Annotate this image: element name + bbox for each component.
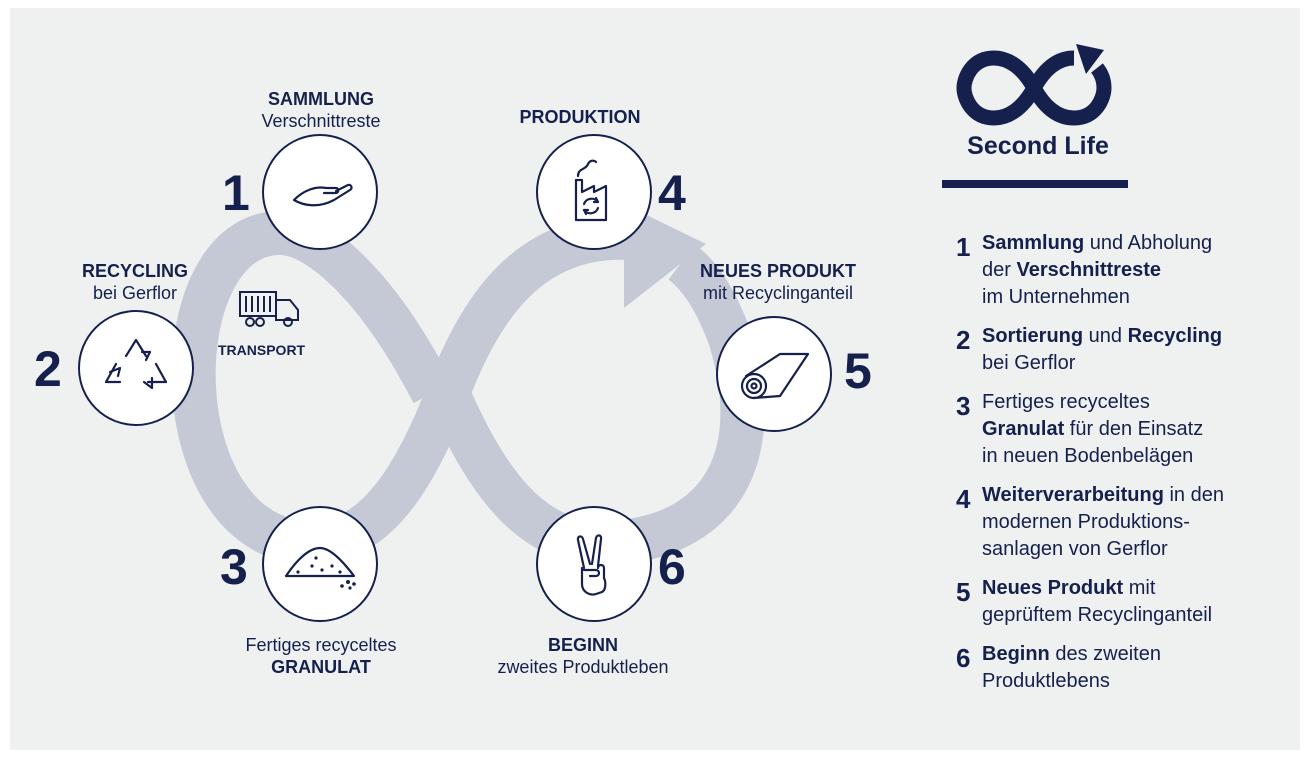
legend-item-text: Produktlebens — [982, 670, 1110, 692]
stage-6-label: BEGINN zweites Produktleben — [478, 634, 688, 678]
legend-item-number: 4 — [956, 484, 971, 514]
legend-item: 2 Sortierung und Recycling bei Gerflor — [952, 323, 1302, 377]
stage-5-subtitle: mit Recyclinganteil — [702, 283, 854, 303]
legend-item-text: Beginn — [982, 643, 1050, 665]
legend-item-text: und — [1083, 325, 1128, 347]
recycle-icon — [104, 338, 168, 390]
legend-item-number: 6 — [956, 643, 971, 673]
legend-item-text: bei Gerflor — [982, 352, 1076, 374]
granulate-pile-icon — [284, 546, 356, 590]
legend-item-number: 5 — [956, 577, 971, 607]
legend-item-text: Verschnittreste — [1016, 259, 1161, 281]
stage-1-title: SAMMLUNG — [268, 89, 374, 109]
transport-label: TRANSPORT — [218, 342, 306, 358]
stage-1-subtitle: Verschnittreste — [261, 111, 381, 131]
stage-1-label: SAMMLUNG Verschnittreste — [216, 88, 426, 132]
truck-icon — [239, 291, 299, 327]
stage-3-label: Fertiges recyceltes GRANULAT — [206, 634, 436, 678]
legend-item-text: für den Einsatz — [1064, 418, 1204, 440]
legend-item-number: 2 — [956, 325, 971, 355]
legend-item-text: Weiterverarbeitung — [982, 484, 1164, 506]
infographic-canvas: SAMMLUNG Verschnittreste 1 RECYCLING bei… — [10, 8, 1300, 750]
legend-item: 5 Neues Produkt mit geprüftem Recyclingant… — [952, 575, 1302, 629]
stage-5-title: NEUES PRODUKT — [699, 261, 856, 281]
legend-item-text: modernen Produktions- — [982, 511, 1190, 533]
legend-item-text: der — [982, 259, 1017, 281]
stage-1-circle — [262, 134, 378, 250]
stage-5-number: 5 — [844, 343, 872, 399]
stage-3-title: GRANULAT — [271, 657, 371, 677]
stage-2-circle — [78, 310, 194, 426]
legend-item-text: geprüftem Recyclinganteil — [982, 604, 1213, 626]
legend-item-text: Fertiges recyceltes — [982, 391, 1150, 413]
stage-2-number: 2 — [34, 341, 62, 397]
stage-4-title: PRODUKTION — [519, 107, 641, 127]
stage-4-label: PRODUKTION — [500, 106, 660, 128]
loop-arrowhead — [624, 204, 706, 308]
stage-6-number: 6 — [658, 539, 686, 595]
legend-item-text: Sortierung — [982, 325, 1084, 347]
legend-item-text: in neuen Bodenbelägen — [982, 445, 1194, 467]
legend-item-number: 3 — [956, 391, 971, 421]
stage-3-circle — [262, 506, 378, 622]
legend-list: 1 Sammlung und Abholung der Verschnittrest… — [952, 230, 1302, 707]
legend-item-text: mit — [1123, 577, 1156, 599]
stage-4-number: 4 — [658, 165, 686, 221]
legend-item: 1 Sammlung und Abholung der Verschnittrest… — [952, 230, 1302, 311]
stage-2-label: RECYCLING bei Gerflor — [40, 260, 230, 304]
legend-item-text: in den — [1163, 484, 1224, 506]
victory-hand-icon — [576, 534, 607, 596]
legend-item-text: Sammlung — [982, 232, 1085, 254]
floor-roll-icon — [740, 352, 810, 400]
stage-3-pre: Fertiges recyceltes — [245, 635, 397, 655]
second-life-logo-icon — [956, 44, 1112, 126]
legend-item-text: im Unternehmen — [982, 286, 1130, 308]
legend-item-number: 1 — [956, 232, 971, 262]
stage-6-circle — [536, 506, 652, 622]
stage-1-number: 1 — [222, 165, 250, 221]
legend-item-text: und Abholung — [1084, 232, 1213, 254]
legend-item-text: des zweiten — [1049, 643, 1161, 665]
stage-2-subtitle: bei Gerflor — [92, 283, 178, 303]
stage-2-title: RECYCLING — [81, 261, 188, 281]
legend-item: 4 Weiterverarbeitung in den modernen Produ… — [952, 482, 1302, 563]
stage-4-circle — [536, 134, 652, 250]
brand-name: Second Life — [967, 132, 1109, 160]
legend-item-text: Granulat — [982, 418, 1065, 440]
stage-6-subtitle: zweites Produktleben — [497, 657, 669, 677]
legend-item-text: Neues Produkt — [982, 577, 1124, 599]
hand-icon — [292, 183, 353, 207]
factory-icon — [574, 159, 608, 222]
brand-divider — [942, 180, 1128, 188]
stage-5-label: NEUES PRODUKT mit Recyclinganteil — [668, 260, 888, 304]
stage-6-title: BEGINN — [547, 635, 618, 655]
legend-item-text: Recycling — [1127, 325, 1223, 347]
legend-item-text: sanlagen von Gerflor — [982, 538, 1168, 560]
stage-3-number: 3 — [220, 539, 248, 595]
stage-5-circle — [716, 316, 832, 432]
